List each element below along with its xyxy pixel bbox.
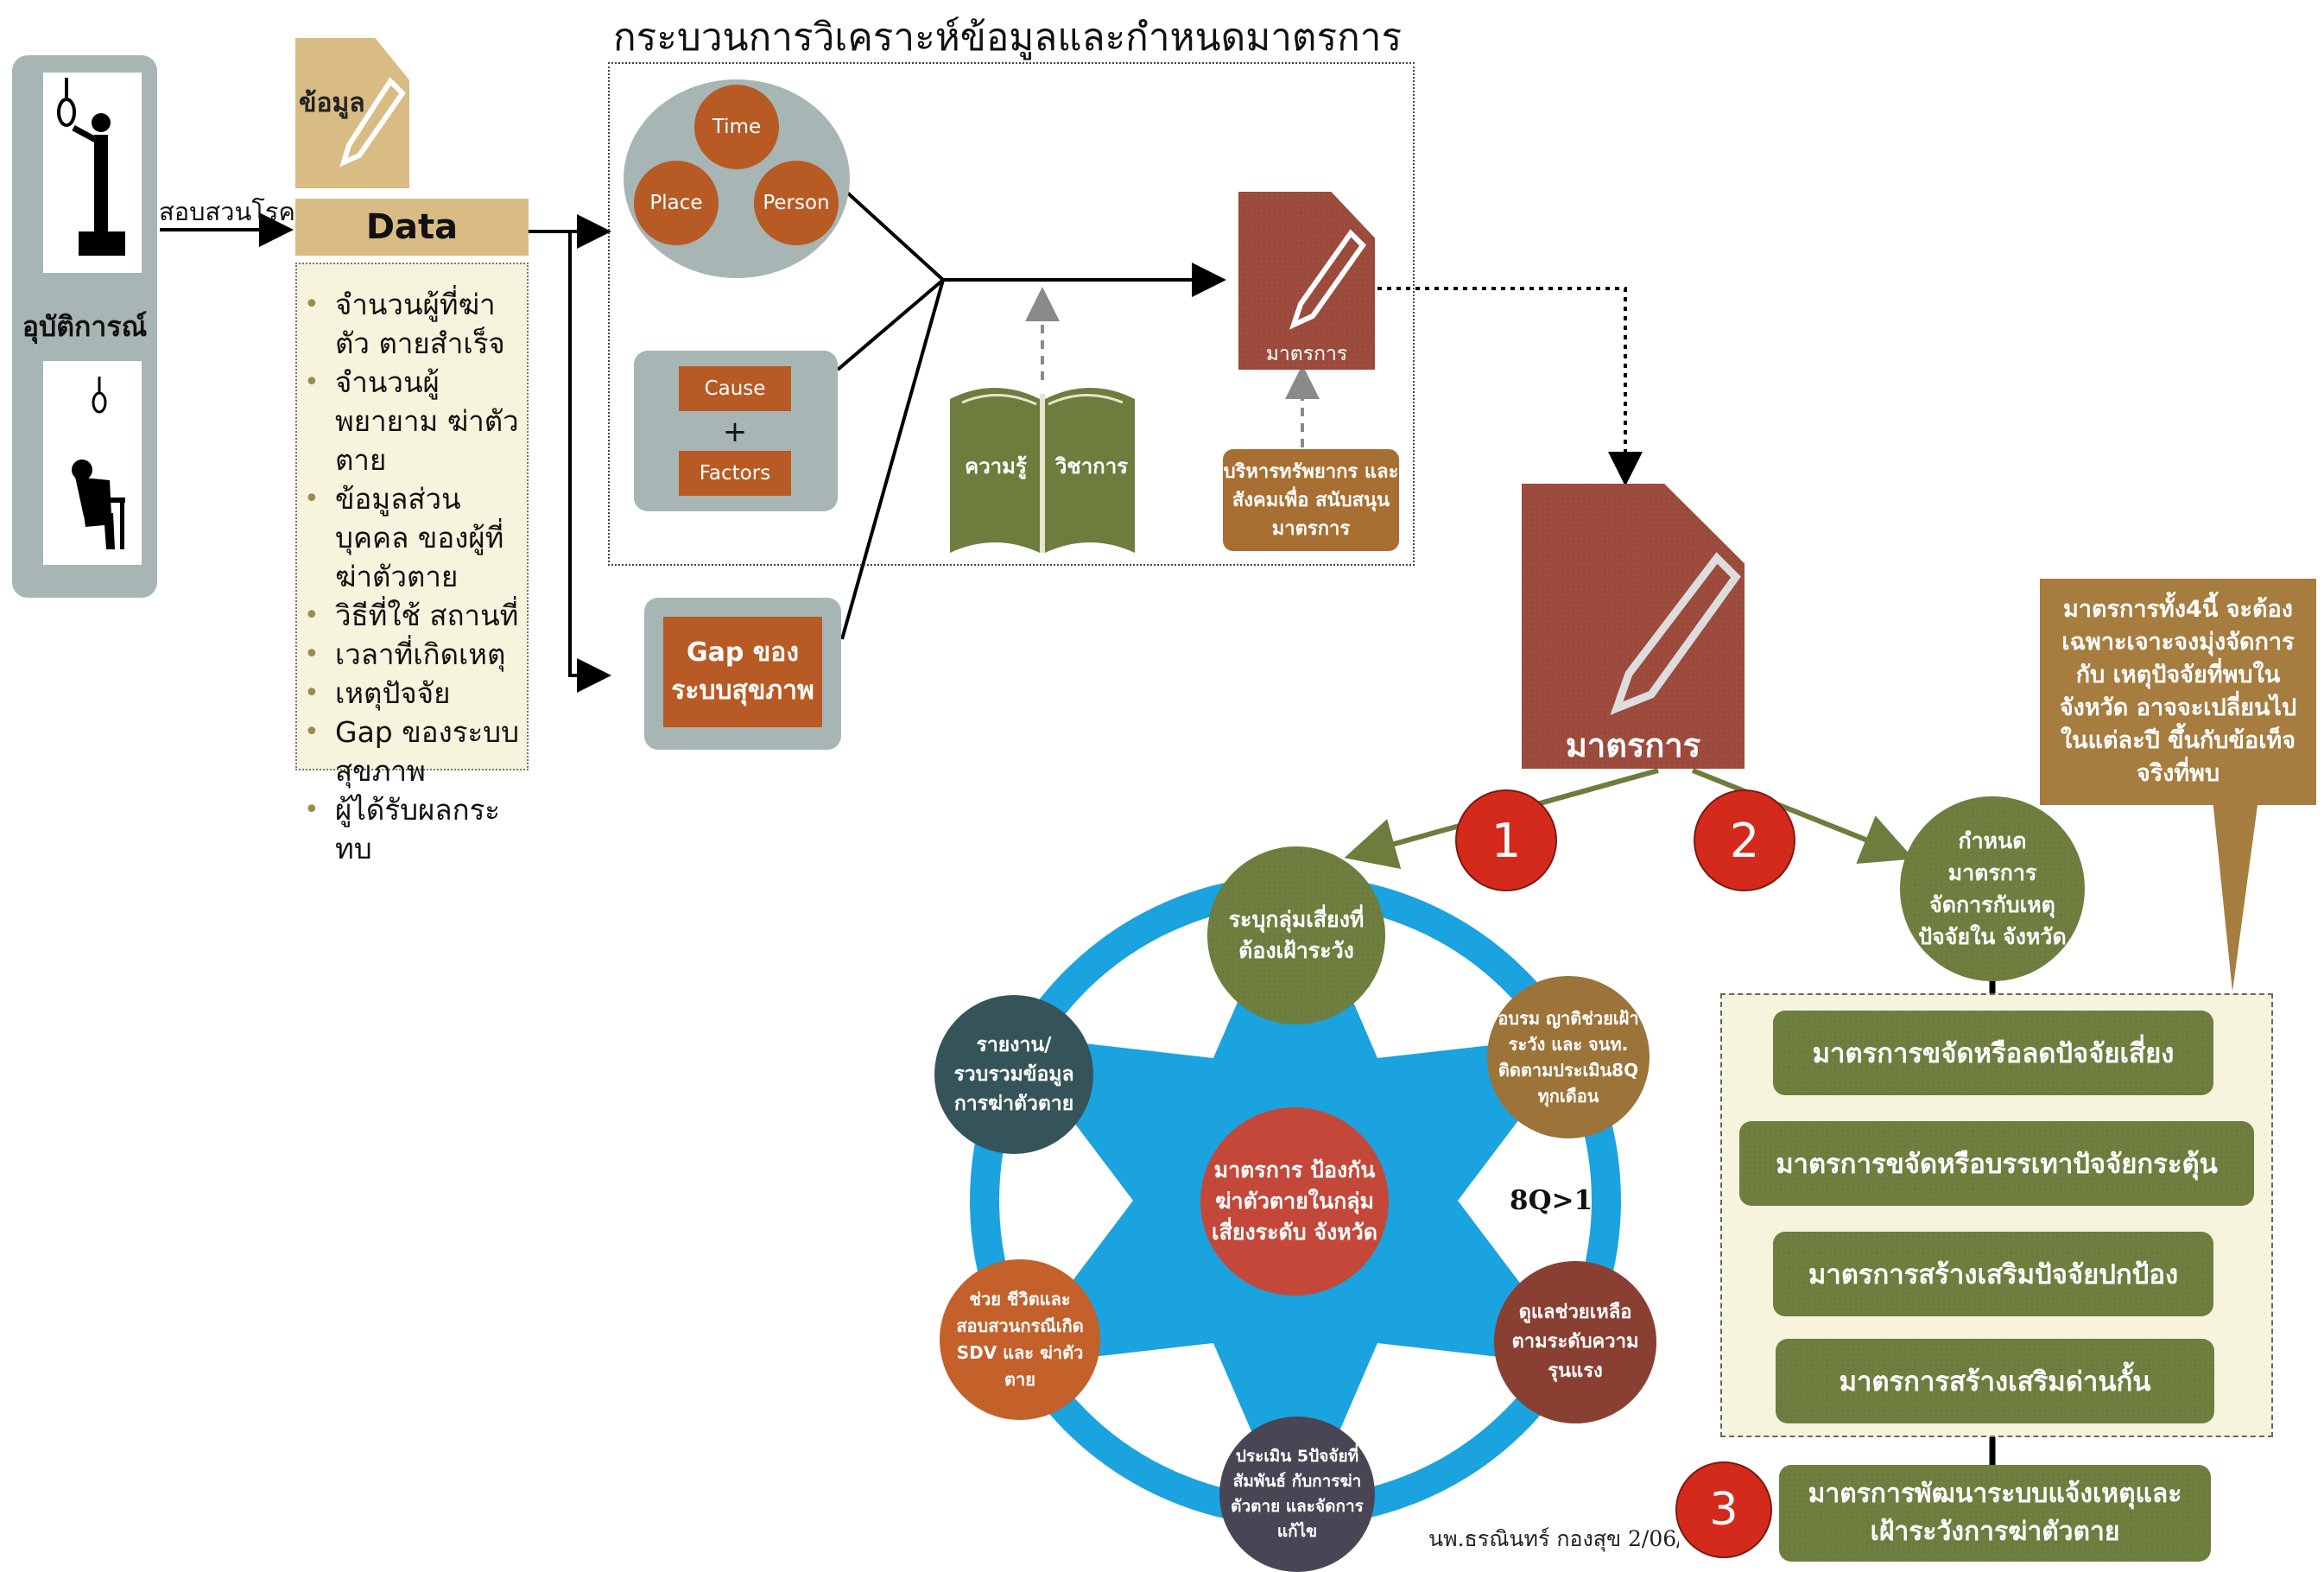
wheel-node-train: อบรม ญาติช่วยเฝ้า ระวัง และ จนท. ติดตามป… bbox=[1487, 976, 1650, 1138]
gap-line bbox=[840, 279, 945, 640]
wheel-node-rescue: ช่วย ชีวิตและ สอบสวนกรณีเกิด SDV และ ฆ่า… bbox=[940, 1259, 1100, 1420]
note-callout-tail bbox=[2213, 799, 2258, 992]
incident-label: อุบัติการณ์ bbox=[22, 309, 148, 343]
badge-3: 3 bbox=[1675, 1461, 1772, 1558]
data-item: ข้อมูลส่วนบุคคล ของผู้ที่ฆ่าตัวตาย bbox=[299, 479, 522, 596]
wheel-node-report: รายงาน/ รวบรวมข้อมูล การฆ่าตัวตาย bbox=[934, 995, 1093, 1154]
measure-item: มาตรการขจัดหรือลดปัจจัยเสี่ยง bbox=[1773, 1011, 2213, 1095]
data-header: Data bbox=[295, 199, 529, 256]
dotted-arrow bbox=[1377, 287, 1643, 486]
wheel-center: มาตรการ ป้องกัน ฆ่าตัวตายในกลุ่ม เสี่ยงร… bbox=[1200, 1107, 1389, 1296]
time-node: Time bbox=[694, 85, 779, 169]
gap-label: Gap ของ ระบบสุขภาพ bbox=[663, 617, 822, 727]
ttp-line bbox=[845, 190, 945, 282]
book-left-label: ความรู้ bbox=[965, 454, 1027, 479]
badge-2: 2 bbox=[1694, 789, 1795, 891]
note-callout: มาตรการทั้ง4นี้ จะต้อง เฉพาะเจาะจงมุ่งจั… bbox=[2040, 579, 2316, 805]
data-items-box: จำนวนผู้ที่ฆ่าตัว ตายสำเร็จ จำนวนผู้พยาย… bbox=[295, 263, 529, 865]
data-item: เหตุปัจจัย bbox=[299, 674, 522, 713]
pencil-icon bbox=[1610, 552, 1741, 715]
footer-author: นพ.ธรณินทร์ กองสุข 2/06/ bbox=[1428, 1526, 1679, 1551]
measure-item: มาตรการขจัดหรือบรรเทาปัจจัยกระตุ้น bbox=[1739, 1121, 2254, 1206]
data-item: วิธีที่ใช้ สถานที่ bbox=[299, 596, 522, 635]
cause-label: Cause bbox=[679, 366, 791, 411]
measure-item: มาตรการสร้างเสริมด่านกั้น bbox=[1776, 1339, 2214, 1423]
place-node: Place bbox=[634, 161, 719, 245]
measures-big-label: มาตรการ bbox=[1565, 726, 1701, 764]
data-item: จำนวนผู้ที่ฆ่าตัว ตายสำเร็จ bbox=[299, 285, 522, 363]
measures-small-label: มาตรการ bbox=[1265, 343, 1348, 365]
q8-label: 8Q>1 bbox=[1510, 1185, 1593, 1216]
data-document-icon: ข้อมูล bbox=[295, 38, 409, 188]
data-icon-label: ข้อมูล bbox=[299, 88, 365, 118]
process-title: กระบวนการวิเคราะห์ข้อมูลและกำหนดมาตรการ bbox=[613, 16, 1403, 60]
data-item: เวลาที่เกิดเหตุ bbox=[299, 635, 522, 674]
investigation-label: สอบสวนโรค bbox=[159, 197, 295, 226]
measures-document-large: มาตรการ bbox=[1522, 484, 1745, 769]
data-items-list: จำนวนผู้ที่ฆ่าตัว ตายสำเร็จ จำนวนผู้พยาย… bbox=[299, 285, 522, 868]
hanging-figure-icon bbox=[43, 73, 142, 273]
data-item: Gap ของระบบ สุขภาพ bbox=[299, 713, 522, 790]
data-item: จำนวนผู้พยายาม ฆ่าตัวตาย bbox=[299, 363, 522, 479]
branch-2-arrow bbox=[1691, 768, 1915, 865]
wheel-node-identify: ระบุกลุ่มเสี่ยงที่ ต้องเฝ้าระวัง bbox=[1207, 846, 1385, 1024]
data-to-process-connector bbox=[529, 230, 611, 693]
data-item: ผู้ได้รับผลกระทบ bbox=[299, 790, 522, 868]
wheel-node-care: ดูแลช่วยเหลือ ตามระดับความ รุนแรง bbox=[1494, 1261, 1656, 1423]
book-right-label: วิชาการ bbox=[1054, 454, 1129, 479]
wheel-node-assess: ประเมิน 5ปัจจัยที่สัมพันธ์ กับการฆ่าตัวต… bbox=[1219, 1417, 1375, 1572]
pencil-icon bbox=[339, 77, 406, 168]
plus-sign: + bbox=[722, 415, 748, 449]
pencil-icon bbox=[1289, 229, 1366, 330]
book-icon: ความรู้ วิชาการ bbox=[947, 377, 1138, 553]
cause-line bbox=[836, 278, 945, 371]
process-box bbox=[608, 62, 1415, 566]
surveillance-measure: มาตรการพัฒนาระบบแจ้งเหตุและ เฝ้าระวังการ… bbox=[1779, 1465, 2211, 1562]
measure-item: มาตรการสร้างเสริมปัจจัยปกป้อง bbox=[1773, 1232, 2213, 1316]
factors-label: Factors bbox=[679, 451, 791, 496]
define-measures-node: กำหนด มาตรการ จัดการกับเหตุ ปัจจัยใน จัง… bbox=[1900, 796, 2085, 981]
badge-1: 1 bbox=[1455, 789, 1557, 891]
distressed-person-icon bbox=[43, 361, 142, 565]
measures-document-small: มาตรการ bbox=[1238, 192, 1375, 370]
person-node: Person bbox=[754, 161, 839, 245]
resources-box: บริหารทรัพยากร และสังคมเพื่อ สนับสนุนมาต… bbox=[1223, 449, 1399, 551]
